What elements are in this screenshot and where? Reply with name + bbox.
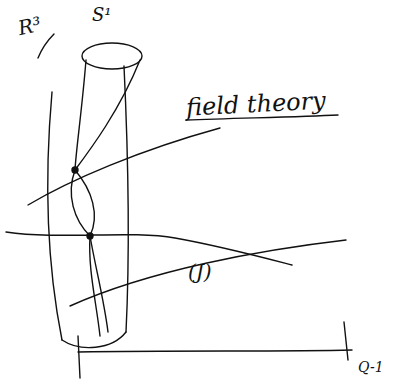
bracket-line: [78, 336, 80, 378]
circle-fiber: [82, 43, 142, 69]
cylinder-bottom: [62, 332, 126, 348]
point: [87, 233, 93, 239]
point: [72, 167, 78, 173]
space-label: R³: [16, 14, 43, 38]
curve: [28, 128, 220, 205]
strand: [71, 60, 108, 332]
strand: [75, 60, 140, 336]
bracket-line: [344, 322, 348, 360]
title-label: field theory: [185, 88, 326, 119]
cylinder-side: [48, 92, 62, 340]
curve: [6, 232, 292, 265]
curve: [70, 240, 346, 306]
symbol-label: (J): [188, 262, 212, 282]
leader: [38, 34, 54, 58]
bracket-line: [78, 350, 352, 352]
circle-label: S¹: [92, 6, 112, 24]
cylinder-side: [124, 66, 128, 332]
note-label: Q-1: [358, 360, 384, 374]
